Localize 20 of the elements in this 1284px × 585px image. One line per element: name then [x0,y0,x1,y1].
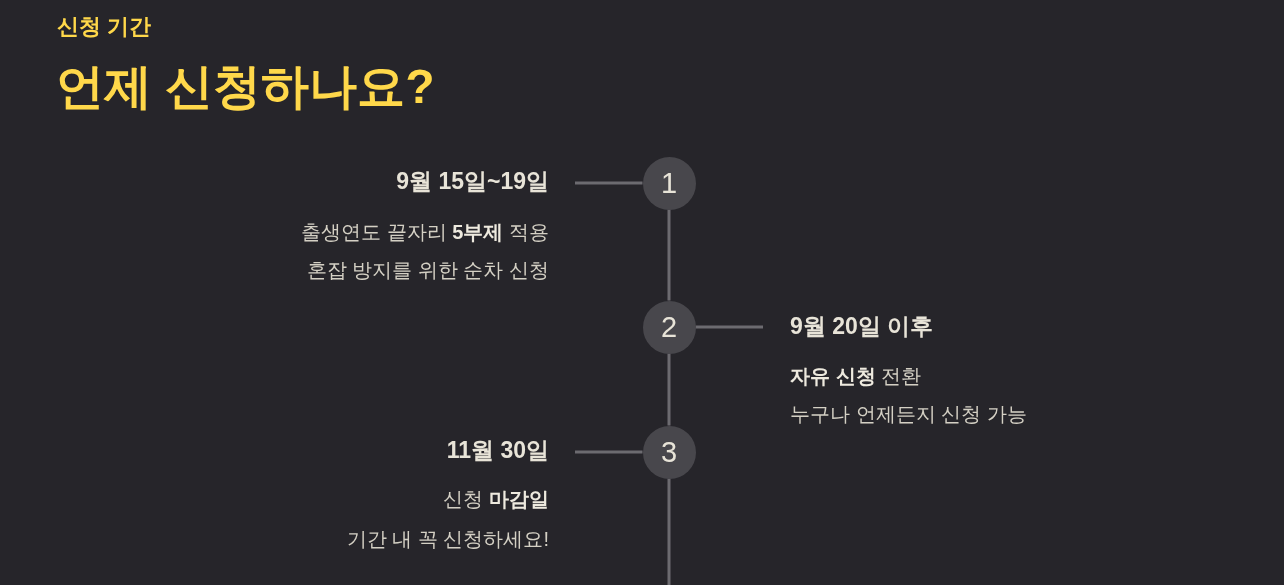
description-text: 출생연도 끝자리 5부제 적용 [301,220,549,245]
date-heading: 11월 30일 [446,436,549,465]
step-circle: 2 [642,300,696,354]
section-label: 신청 기간 [57,13,152,41]
leader-line [695,325,763,329]
description-text: 신청 마감일 [443,487,549,512]
date-heading: 9월 15일~19일 [396,167,549,196]
date-heading: 9월 20일 이후 [790,312,934,341]
timeline-line [667,353,671,426]
timeline-line [667,209,671,301]
leader-line [575,181,643,185]
description-text: 혼잡 방지를 위한 순차 신청 [306,258,549,283]
description-text: 기간 내 꼭 신청하세요! [346,527,549,552]
title: 언제 신청하나요? [56,59,435,115]
description-text: 누구나 언제든지 신청 가능 [790,402,1027,427]
timeline-line [667,478,671,585]
leader-line [575,450,643,454]
step-circle: 1 [642,156,696,210]
description-text: 자유 신청 전환 [790,364,922,389]
step-circle: 3 [642,425,696,479]
